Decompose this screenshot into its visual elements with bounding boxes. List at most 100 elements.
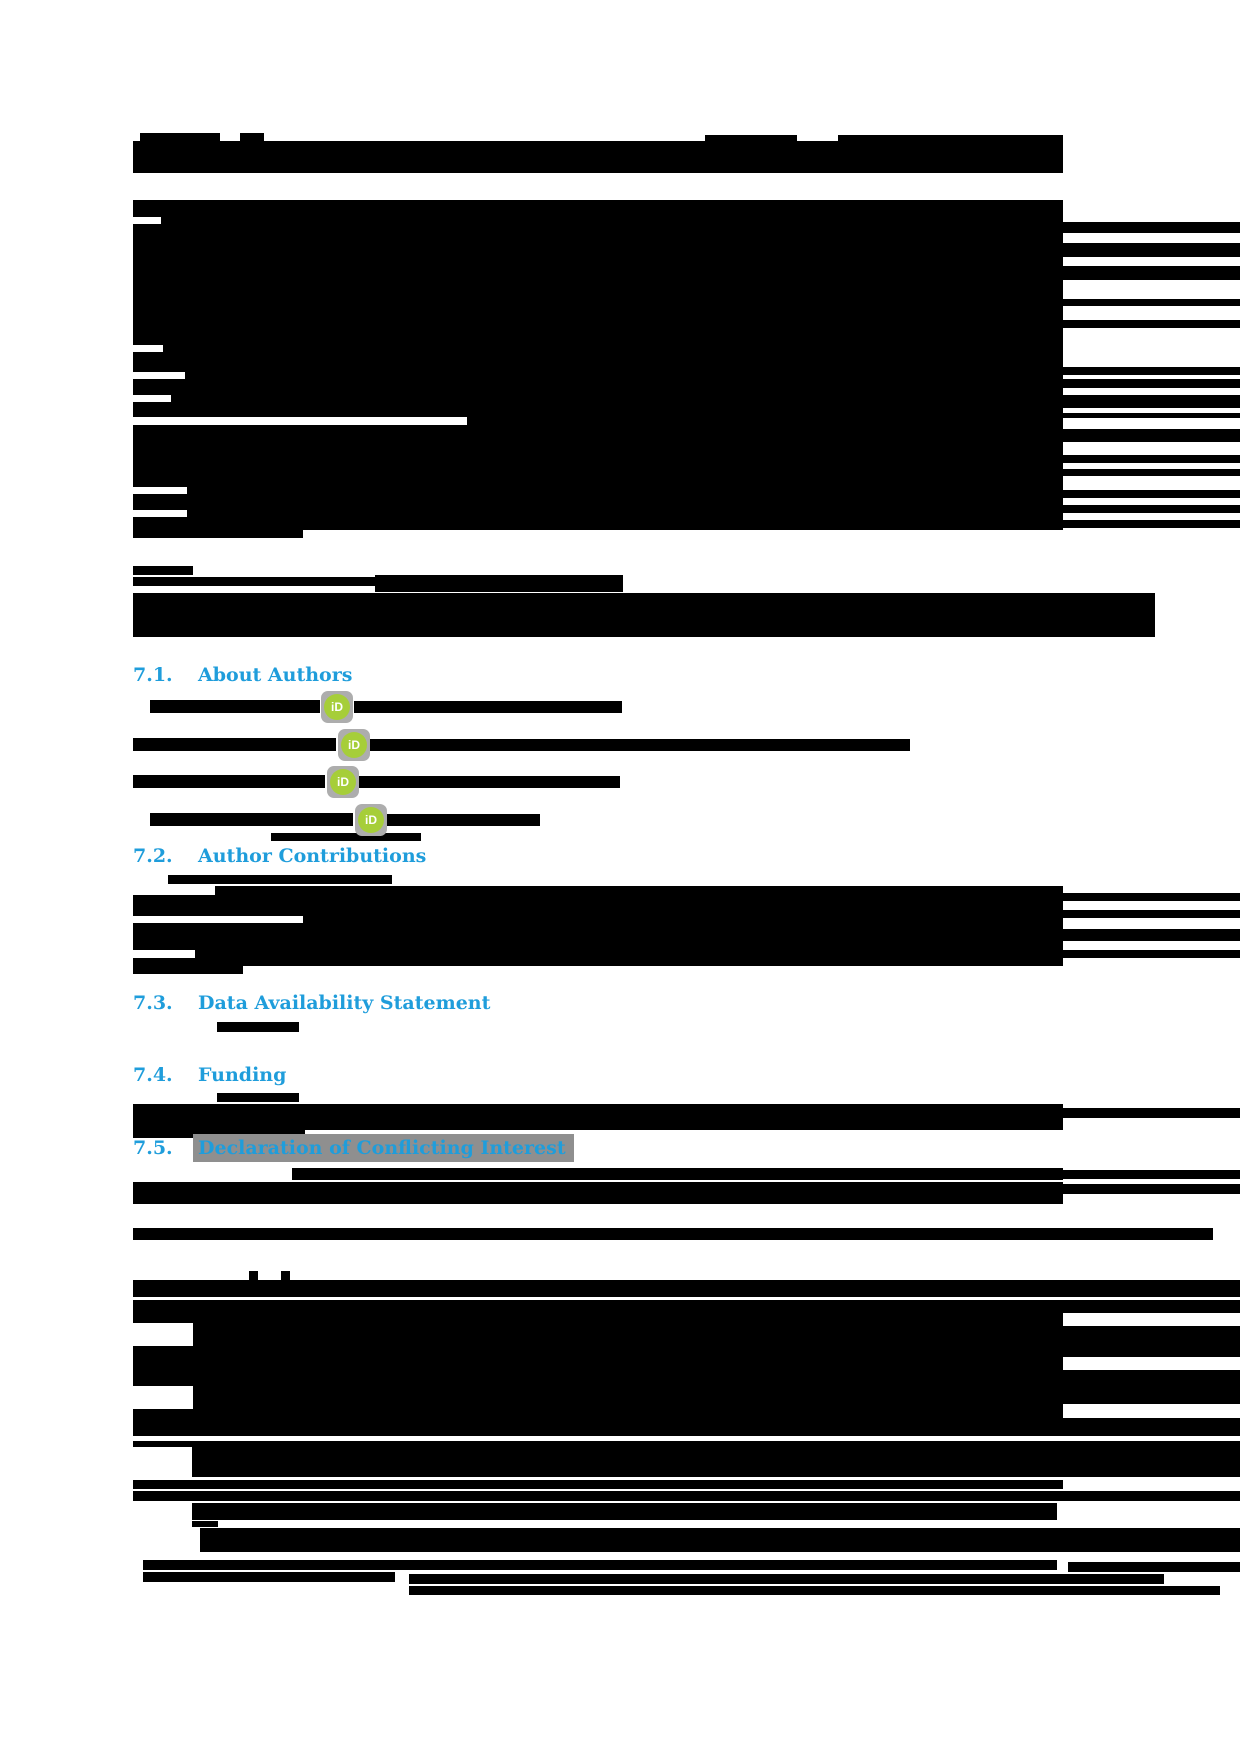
section-title: About Authors — [198, 664, 353, 686]
redacted-text-bar — [192, 1503, 1057, 1520]
redacted-text-bar — [1063, 520, 1240, 528]
redacted-text-bar — [1063, 222, 1240, 233]
redacted-text-bar — [1063, 1370, 1240, 1404]
redaction-gap — [133, 487, 187, 494]
redacted-text-bar — [1063, 469, 1240, 476]
redacted-text-bar — [133, 1300, 1063, 1436]
redacted-text-bar — [150, 813, 353, 826]
redacted-text-bar — [249, 1271, 258, 1280]
redaction-gap — [133, 916, 303, 923]
redacted-text-bar — [1063, 1300, 1240, 1313]
redaction-gap — [133, 510, 187, 517]
section-number: 7.1. — [133, 664, 173, 686]
section-heading-about-authors: 7.1. About Authors — [133, 664, 352, 686]
section-heading-conflicting-interest: 7.5. Declaration of Conflicting Interest — [133, 1134, 574, 1162]
redacted-text-bar — [1063, 266, 1240, 280]
redacted-text-bar — [1063, 299, 1240, 306]
redacted-text-bar — [133, 566, 193, 575]
redacted-text-bar — [1068, 1562, 1240, 1572]
redacted-text-bar — [217, 1022, 299, 1032]
orcid-icon[interactable]: iD — [327, 766, 359, 798]
section-number: 7.5. — [133, 1137, 173, 1159]
redacted-text-bar — [409, 1574, 1164, 1584]
redacted-text-bar — [150, 700, 320, 713]
redaction-gap — [133, 1323, 193, 1346]
redacted-text-bar — [217, 1093, 299, 1102]
redacted-text-bar — [133, 530, 303, 538]
redacted-text-bar — [409, 1586, 1220, 1595]
redacted-text-bar — [133, 1182, 1063, 1204]
redacted-text-bar — [281, 1271, 290, 1280]
redacted-text-bar — [1063, 910, 1240, 918]
section-number: 7.4. — [133, 1064, 173, 1086]
redaction-gap — [133, 395, 171, 402]
redacted-text-bar — [133, 738, 336, 751]
redacted-text-bar — [838, 135, 1063, 173]
section-title: Author Contributions — [198, 845, 427, 867]
section-number: 7.3. — [133, 992, 173, 1014]
redacted-text-bar — [133, 577, 413, 586]
redacted-text-bar — [133, 1228, 1213, 1240]
redaction-gap — [133, 372, 185, 379]
redacted-text-bar — [1063, 490, 1240, 498]
orcid-icon[interactable]: iD — [321, 691, 353, 723]
redacted-text-bar — [1063, 1170, 1240, 1179]
redaction-gap — [133, 1447, 192, 1477]
redacted-text-bar — [133, 1104, 1063, 1130]
redacted-text-bar — [200, 1528, 1240, 1552]
redacted-text-bar — [292, 1168, 1063, 1180]
redacted-text-bar — [1063, 929, 1240, 941]
orcid-id-badge: iD — [341, 732, 367, 758]
redaction-gap — [133, 1386, 193, 1409]
orcid-id-badge: iD — [324, 694, 350, 720]
redacted-text-bar — [133, 886, 1063, 966]
section-title: Data Availability Statement — [198, 992, 491, 1014]
redaction-gap — [133, 345, 163, 352]
redacted-text-bar — [387, 814, 540, 826]
orcid-id-badge: iD — [330, 769, 356, 795]
redacted-text-bar — [1063, 505, 1240, 513]
section-heading-author-contributions: 7.2. Author Contributions — [133, 845, 426, 867]
orcid-icon[interactable]: iD — [338, 729, 370, 761]
redacted-text-bar — [1063, 395, 1240, 408]
redaction-gap — [133, 950, 195, 958]
redacted-text-bar — [133, 966, 243, 974]
orcid-icon[interactable]: iD — [355, 804, 387, 836]
redacted-text-bar — [1063, 1326, 1240, 1357]
redacted-text-bar — [271, 833, 421, 841]
redacted-text-bar — [1063, 1418, 1240, 1436]
section-heading-data-availability: 7.3. Data Availability Statement — [133, 992, 490, 1014]
redacted-text-bar — [1063, 893, 1240, 901]
redacted-text-bar — [133, 1480, 1063, 1489]
redacted-text-bar — [1063, 413, 1240, 418]
redaction-gap — [133, 417, 467, 425]
redacted-text-bar — [370, 739, 910, 751]
redacted-text-bar — [133, 200, 1063, 530]
redacted-text-bar — [192, 1521, 218, 1527]
redacted-text-bar — [705, 135, 797, 173]
section-title: Funding — [198, 1064, 287, 1086]
redacted-text-bar — [1063, 429, 1240, 442]
redacted-text-bar — [354, 701, 622, 713]
redacted-text-bar — [133, 775, 325, 788]
redacted-text-bar — [143, 1572, 395, 1582]
redacted-text-bar — [133, 1491, 1240, 1501]
redacted-text-bar — [143, 1560, 1057, 1570]
redacted-text-bar — [375, 575, 623, 592]
redacted-text-bar — [1063, 243, 1240, 257]
redaction-gap — [133, 217, 161, 224]
redaction-gap — [192, 1436, 1063, 1441]
section-number: 7.2. — [133, 845, 173, 867]
redacted-text-bar — [133, 593, 1155, 637]
redacted-text-bar — [1063, 1184, 1240, 1194]
redacted-text-bar — [1063, 950, 1240, 958]
redacted-text-bar — [1063, 320, 1240, 328]
redacted-text-bar — [1063, 367, 1240, 375]
section-title: Declaration of Conflicting Interest — [193, 1134, 574, 1162]
section-heading-funding: 7.4. Funding — [133, 1064, 286, 1086]
orcid-id-badge: iD — [358, 807, 384, 833]
redacted-text-bar — [168, 875, 392, 884]
redacted-text-bar — [1063, 1108, 1240, 1118]
redacted-text-bar — [133, 1441, 1240, 1477]
